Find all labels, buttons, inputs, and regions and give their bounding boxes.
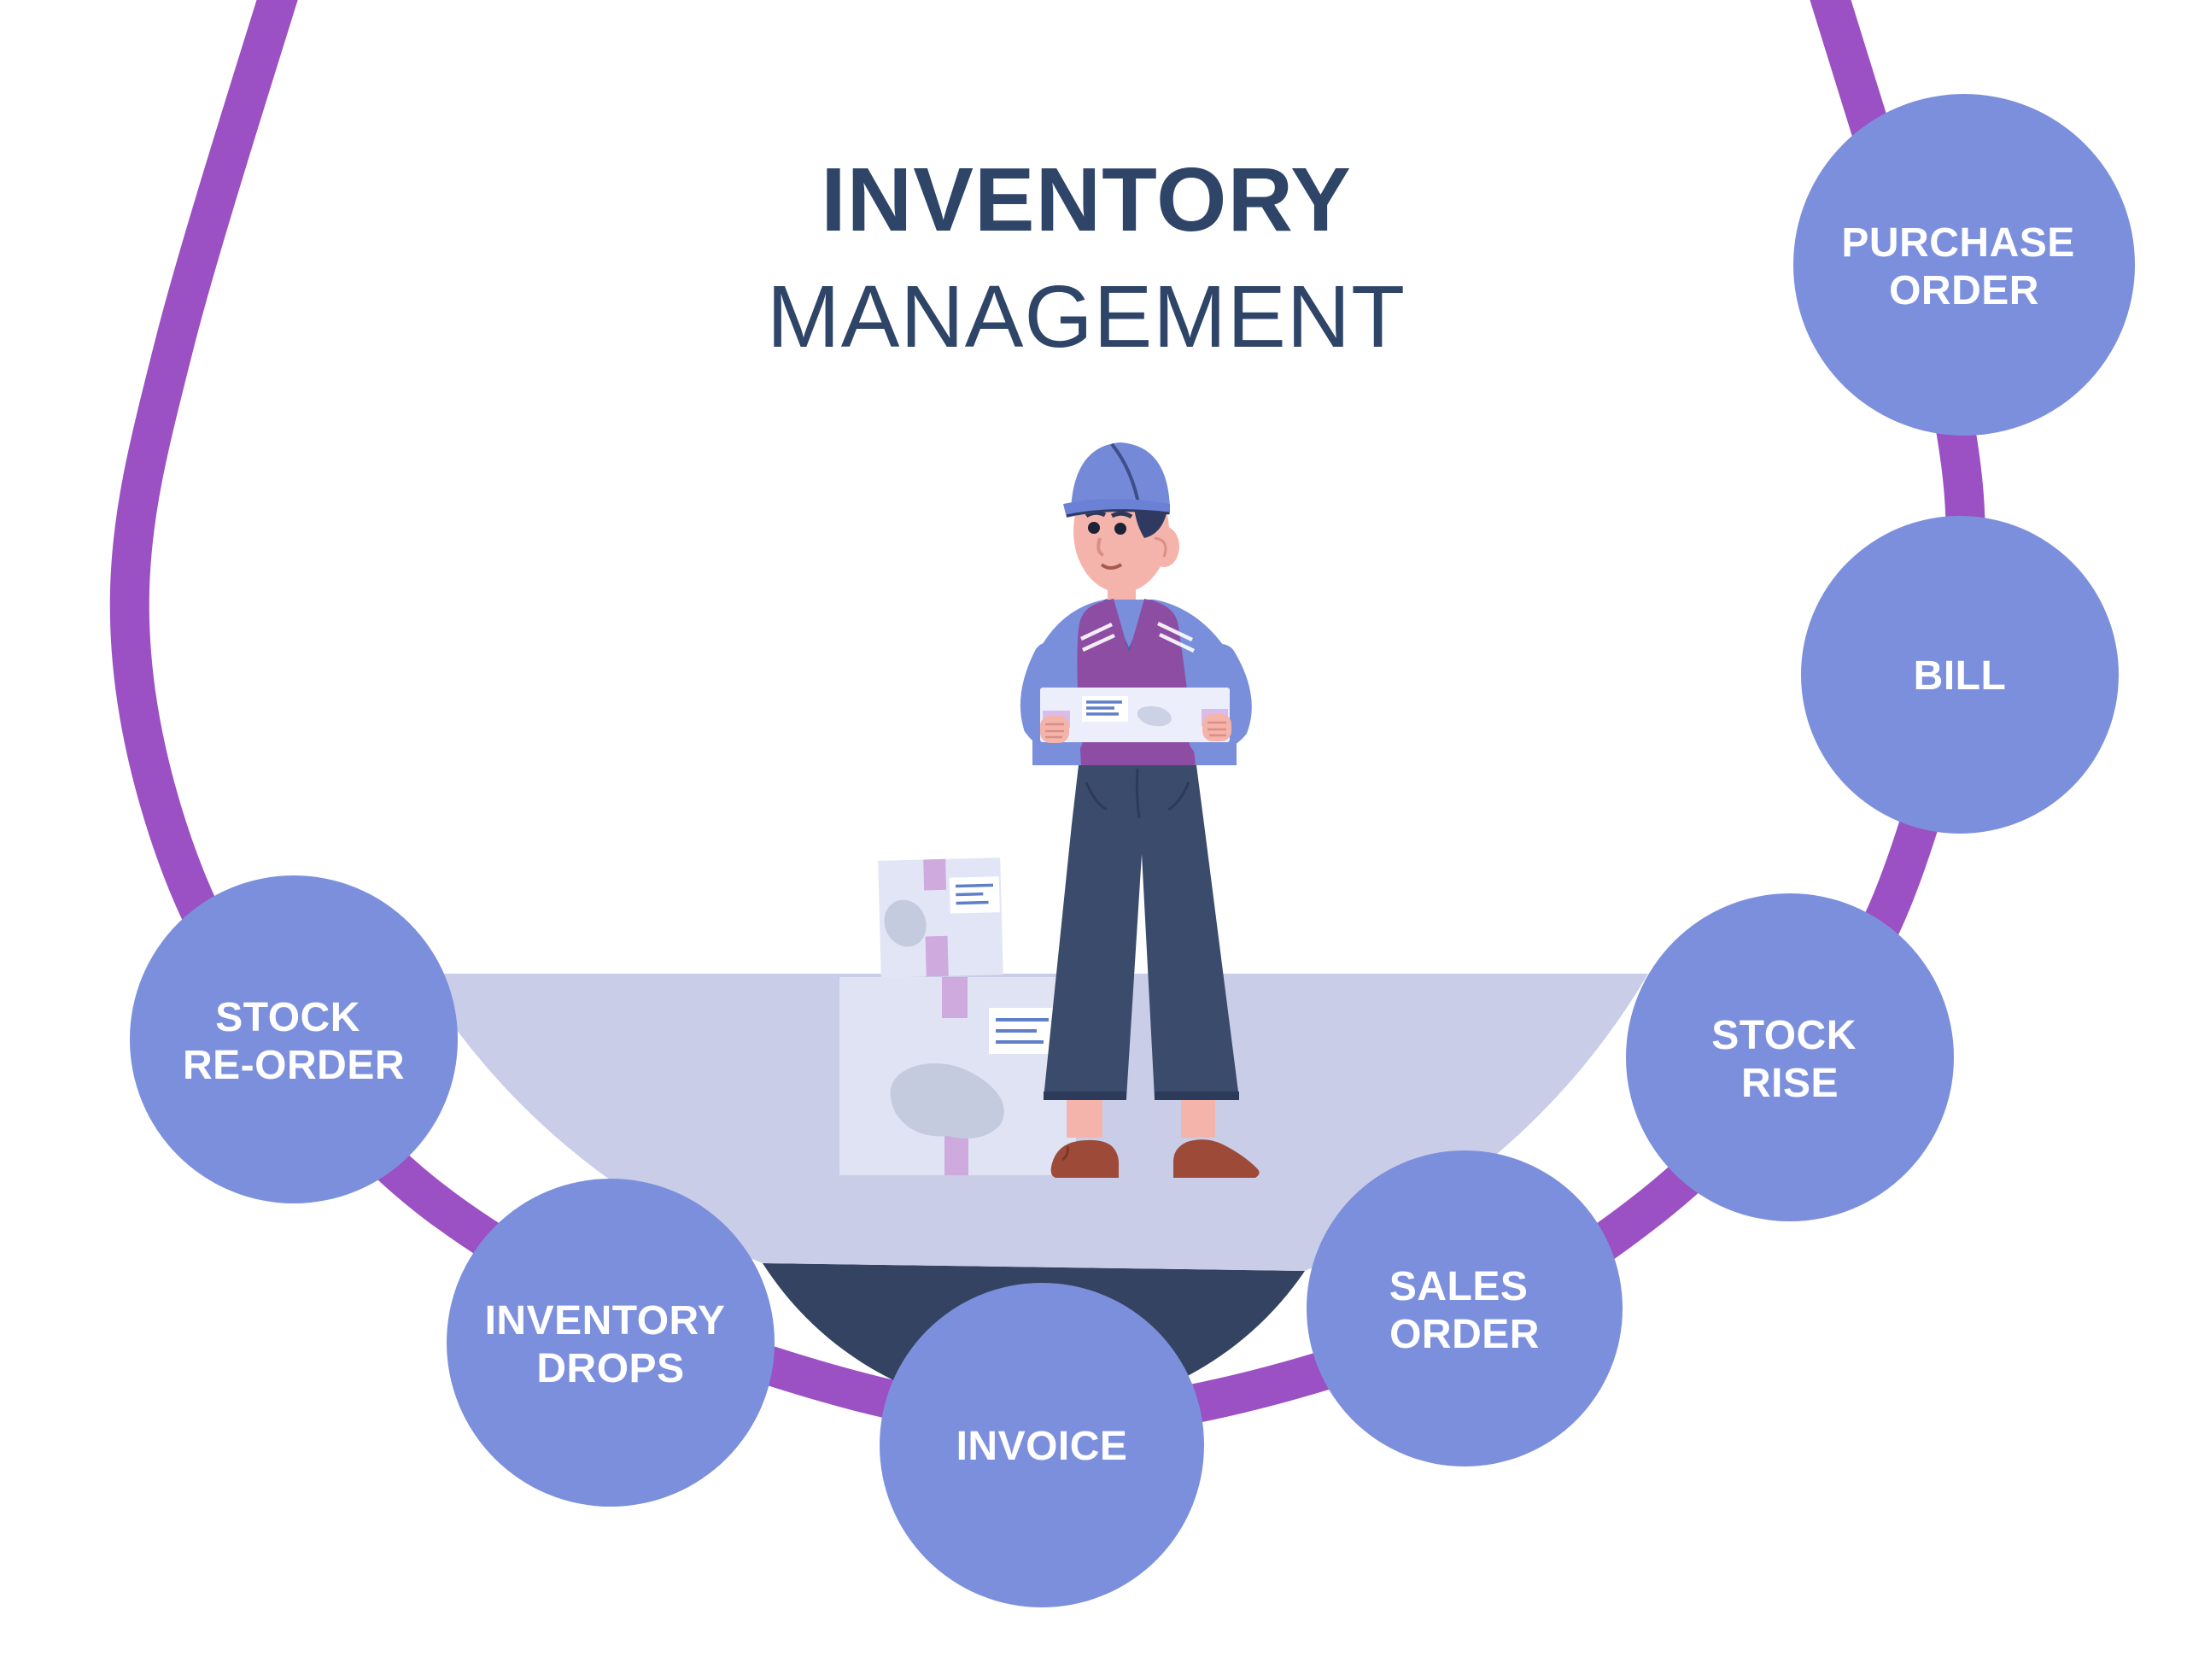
cap-brim-edge bbox=[1066, 509, 1170, 518]
node-label: STOCK RE-ORDER bbox=[183, 995, 405, 1088]
node-inventory-drops: INVENTORY DROPS bbox=[447, 1179, 775, 1507]
node-purchase-order: PURCHASE ORDER bbox=[1793, 94, 2135, 436]
carton-small bbox=[878, 858, 1003, 978]
title-line1: INVENTORY bbox=[821, 149, 1352, 250]
pants-cuff-right bbox=[1155, 1092, 1239, 1100]
node-invoice: INVOICE bbox=[880, 1283, 1204, 1607]
node-label: INVOICE bbox=[956, 1424, 1128, 1469]
worker-cap bbox=[1071, 442, 1170, 509]
node-sales-order: SALES ORDER bbox=[1307, 1150, 1623, 1466]
worker-illustration bbox=[1020, 442, 1260, 1178]
cycle-nodes: PURCHASE ORDER BILL STOCK RISE SALES ORD… bbox=[130, 94, 2135, 1607]
worker-hand-left bbox=[1040, 716, 1069, 743]
node-label: STOCK RISE bbox=[1711, 1013, 1868, 1106]
worker-ankle-left bbox=[1067, 1100, 1102, 1138]
eyebrow-right bbox=[1110, 511, 1133, 519]
parcel-stain bbox=[1137, 705, 1172, 727]
carton-large bbox=[839, 977, 1076, 1175]
mouth-smile bbox=[1100, 563, 1123, 570]
node-label: INVENTORY DROPS bbox=[485, 1298, 737, 1391]
nose-line bbox=[1096, 537, 1104, 557]
page-title: INVENTORY MANAGEMENT bbox=[767, 149, 1406, 366]
worker-shoe-right bbox=[1173, 1139, 1260, 1178]
node-stock-rise: STOCK RISE bbox=[1626, 893, 1954, 1221]
node-label: BILL bbox=[1914, 653, 2007, 699]
eye-right bbox=[1114, 523, 1126, 535]
label-lines bbox=[996, 1018, 1049, 1044]
shoe-detail bbox=[1061, 1145, 1069, 1162]
worker-face bbox=[1085, 510, 1133, 570]
title-line2: MANAGEMENT bbox=[767, 267, 1406, 366]
eye-left bbox=[1088, 522, 1100, 534]
node-label: PURCHASE ORDER bbox=[1841, 220, 2086, 313]
worker-hand-right bbox=[1202, 714, 1231, 741]
hand-finger-lines bbox=[1045, 721, 1226, 739]
pants-details bbox=[1085, 768, 1190, 819]
carton-stack bbox=[839, 858, 1076, 1175]
ear-inner-line bbox=[1154, 536, 1167, 558]
carton-stain bbox=[884, 899, 927, 947]
node-stock-reorder: STOCK RE-ORDER bbox=[130, 875, 458, 1203]
label-lines bbox=[955, 883, 994, 905]
vest-stripes bbox=[1080, 621, 1195, 653]
node-bill: BILL bbox=[1801, 516, 2119, 834]
worker-pants bbox=[1044, 765, 1239, 1098]
pants-cuff-left bbox=[1044, 1092, 1126, 1100]
parcel-label-lines bbox=[1086, 700, 1122, 716]
carton-stain bbox=[890, 1063, 1004, 1139]
worker-ankle-right bbox=[1181, 1100, 1215, 1138]
node-label: SALES ORDER bbox=[1389, 1264, 1540, 1357]
